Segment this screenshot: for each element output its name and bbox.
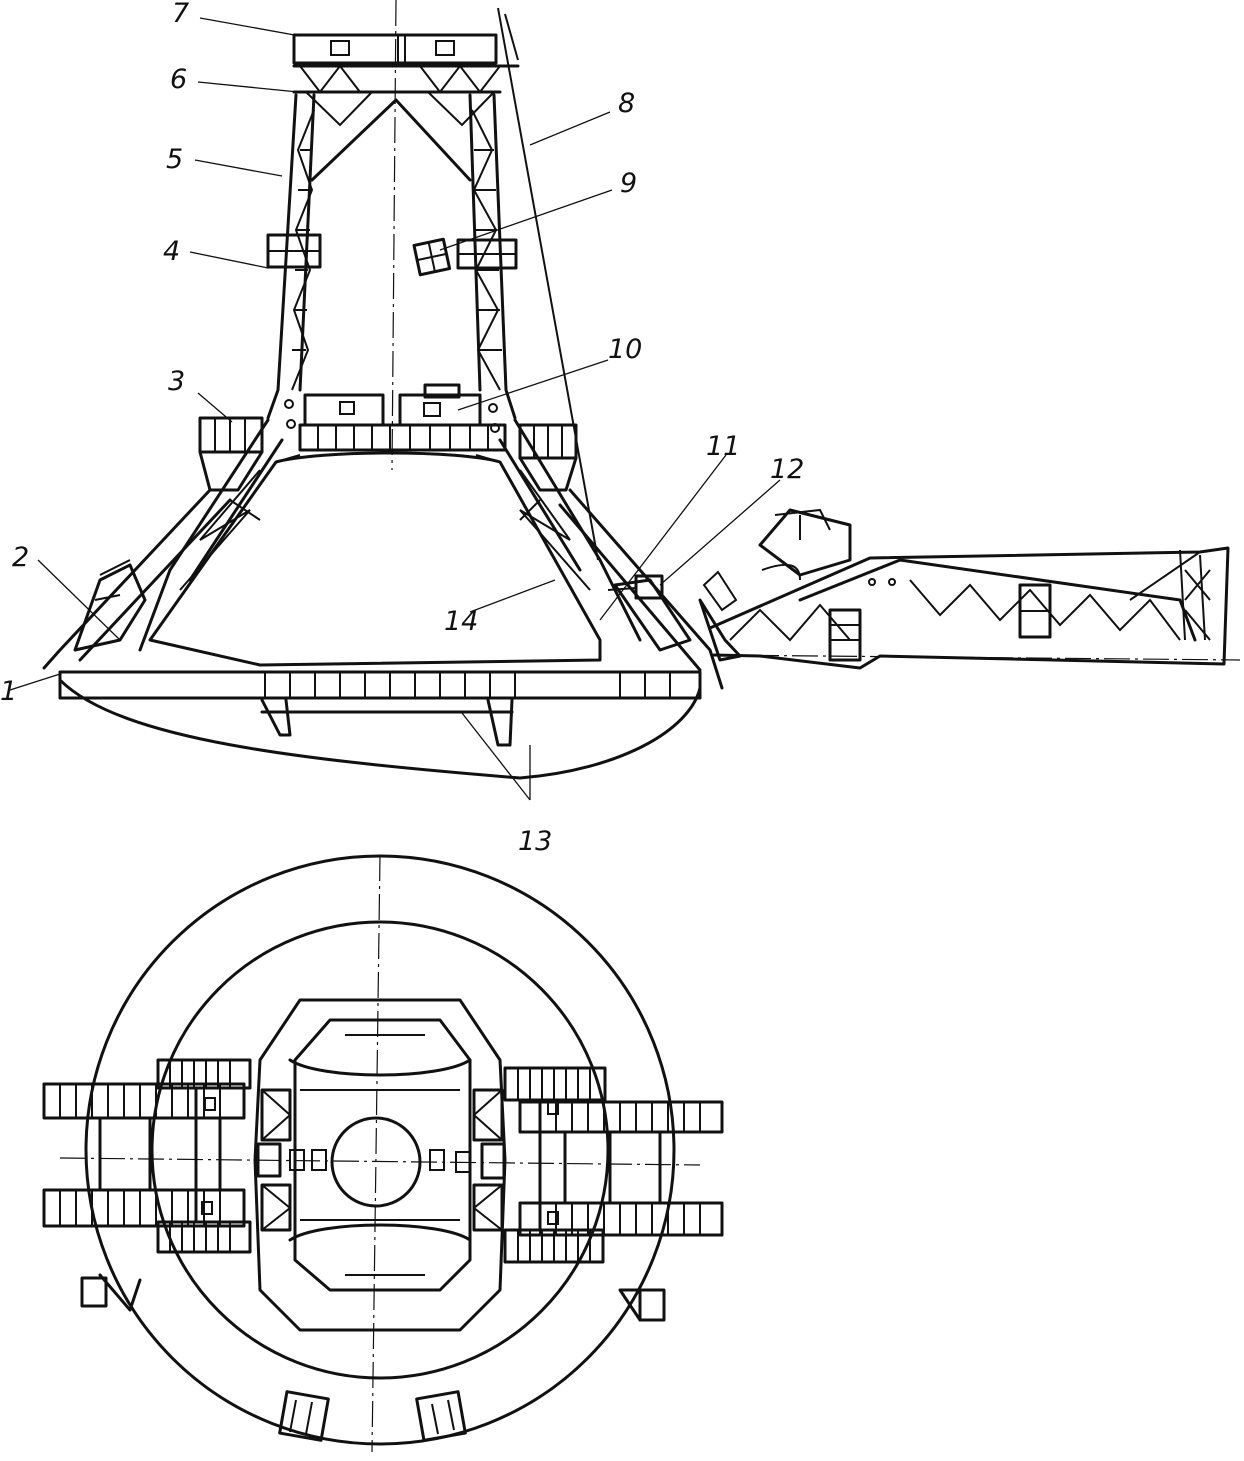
side-elevation-view: 1 2 3 4 5 6 7 8 9 10 11 12 13 14 [0, 0, 1241, 857]
label-4: 4 [163, 236, 180, 267]
outer-circle [84, 854, 676, 1446]
left-foot [260, 698, 292, 737]
label-13: 13 [518, 826, 552, 857]
connector-block [634, 574, 664, 600]
plan-view [42, 854, 724, 1453]
top-beam [292, 33, 520, 127]
center-axis [391, 0, 397, 471]
label-8: 8 [618, 88, 635, 119]
leader-lines [9, 17, 781, 801]
label-11: 11 [706, 431, 740, 462]
hoist-block [412, 237, 452, 277]
horizontal-axis [59, 1157, 701, 1166]
tower-legs [266, 93, 517, 420]
label-2: 2 [12, 542, 29, 573]
inner-circle [150, 920, 610, 1380]
truss-columns [260, 1088, 504, 1232]
labels: 1 2 3 4 5 6 7 8 9 10 11 12 13 14 [0, 0, 804, 857]
label-5: 5 [166, 144, 183, 175]
left-crawlers [42, 1058, 252, 1254]
right-foot [486, 698, 514, 747]
label-10: 10 [608, 334, 642, 365]
ground-outline [58, 678, 702, 780]
central-circle [330, 1116, 422, 1208]
discharge-boom [698, 508, 1241, 670]
middle-platform [284, 383, 507, 452]
right-side-platform [518, 423, 578, 492]
label-9: 9 [620, 168, 637, 199]
label-3: 3 [168, 366, 185, 397]
base-platform [58, 670, 702, 747]
label-1: 1 [0, 676, 17, 707]
stay-rope [497, 7, 599, 561]
lower-supports [80, 1273, 666, 1442]
lower-frame [42, 418, 724, 690]
label-14: 14 [444, 606, 478, 637]
label-7: 7 [172, 0, 189, 29]
label-12: 12 [770, 454, 804, 485]
right-crawlers [503, 1066, 724, 1264]
label-6: 6 [170, 64, 187, 95]
vertical-axis [371, 854, 381, 1453]
